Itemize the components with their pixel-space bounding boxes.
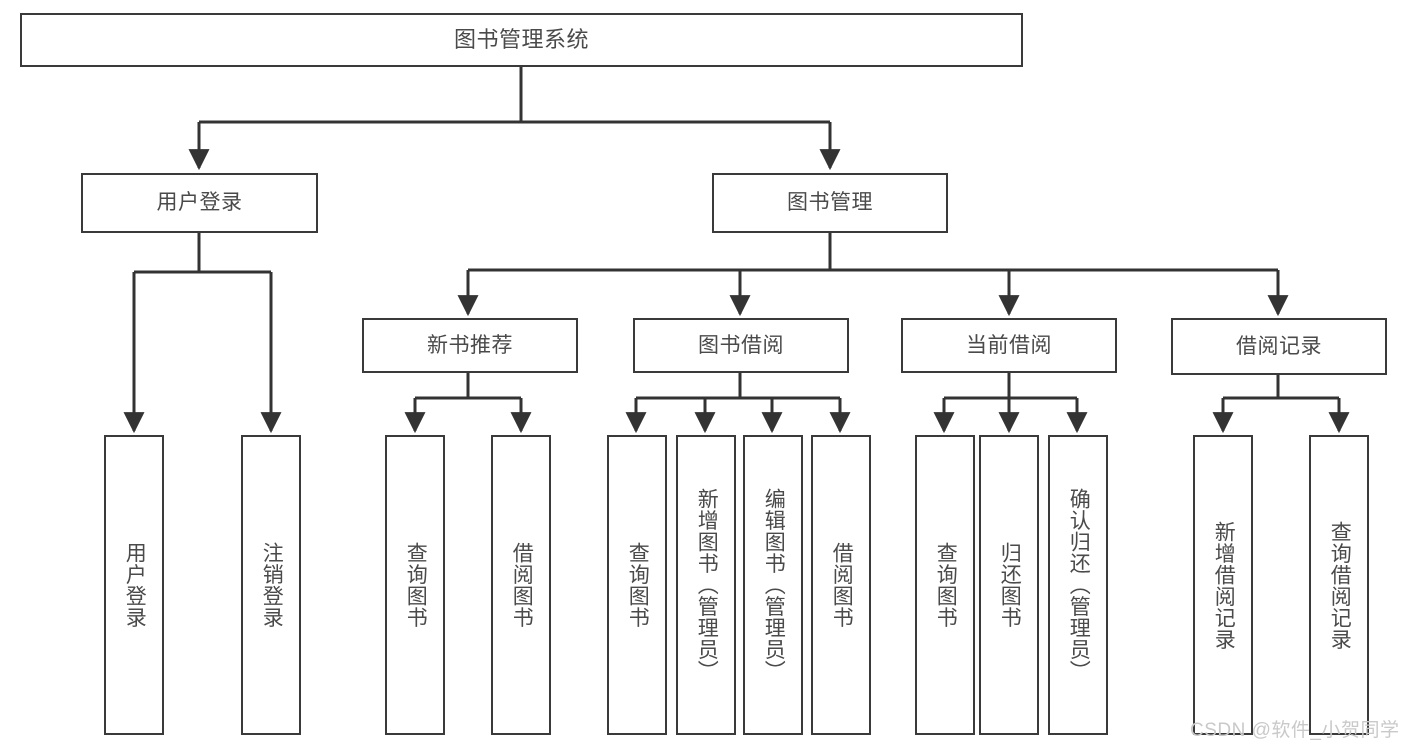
node-label: 查询图书 xyxy=(934,542,958,628)
leaf-current-query-books[interactable]: 查询图书 xyxy=(915,435,975,735)
node-current-borrowing[interactable]: 当前借阅 xyxy=(901,318,1117,373)
leaf-record-query-borrow-record[interactable]: 查询借阅记录 xyxy=(1309,435,1369,735)
node-label: 归还图书 xyxy=(998,542,1022,628)
node-book-management[interactable]: 图书管理 xyxy=(712,173,948,233)
node-label: 查询图书 xyxy=(404,542,428,628)
node-root-book-management-system[interactable]: 图书管理系统 xyxy=(20,13,1023,67)
leaf-new-book-query-books[interactable]: 查询图书 xyxy=(385,435,445,735)
node-label: 借阅记录 xyxy=(1236,334,1322,358)
leaf-borrow-add-book-admin[interactable]: 新增图书（管理员） xyxy=(676,435,736,735)
node-label: 借阅图书 xyxy=(510,542,534,628)
node-label: 确认归还（管理员） xyxy=(1067,488,1091,682)
node-book-borrowing[interactable]: 图书借阅 xyxy=(633,318,849,373)
node-label: 图书管理 xyxy=(787,191,873,215)
leaf-current-confirm-return-admin[interactable]: 确认归还（管理员） xyxy=(1048,435,1108,735)
leaf-borrow-edit-book-admin[interactable]: 编辑图书（管理员） xyxy=(743,435,803,735)
node-label: 当前借阅 xyxy=(966,333,1052,357)
node-label: 图书管理系统 xyxy=(453,26,589,52)
leaf-user-login-signin[interactable]: 用户登录 xyxy=(104,435,164,735)
node-label: 用户登录 xyxy=(123,542,147,628)
leaf-user-login-signout[interactable]: 注销登录 xyxy=(241,435,301,735)
node-label: 查询图书 xyxy=(626,542,650,628)
node-label: 新增借阅记录 xyxy=(1212,520,1236,650)
leaf-record-add-borrow-record[interactable]: 新增借阅记录 xyxy=(1193,435,1253,735)
node-label: 注销登录 xyxy=(260,542,284,628)
node-label: 新书推荐 xyxy=(427,333,513,357)
node-new-book-recommendation[interactable]: 新书推荐 xyxy=(362,318,578,373)
node-label: 编辑图书（管理员） xyxy=(762,488,786,682)
node-label: 查询借阅记录 xyxy=(1328,520,1352,650)
leaf-borrow-borrow-books[interactable]: 借阅图书 xyxy=(811,435,871,735)
node-borrowing-record[interactable]: 借阅记录 xyxy=(1171,318,1387,375)
leaf-borrow-query-books[interactable]: 查询图书 xyxy=(607,435,667,735)
node-label: 新增图书（管理员） xyxy=(695,488,719,682)
node-user-login[interactable]: 用户登录 xyxy=(81,173,318,233)
leaf-new-book-borrow-books[interactable]: 借阅图书 xyxy=(491,435,551,735)
node-label: 用户登录 xyxy=(156,191,243,215)
leaf-current-return-books[interactable]: 归还图书 xyxy=(979,435,1039,735)
node-label: 借阅图书 xyxy=(830,542,854,628)
csdn-watermark: CSDN @软件_小贺同学 xyxy=(1190,720,1400,741)
node-label: 图书借阅 xyxy=(698,333,784,357)
